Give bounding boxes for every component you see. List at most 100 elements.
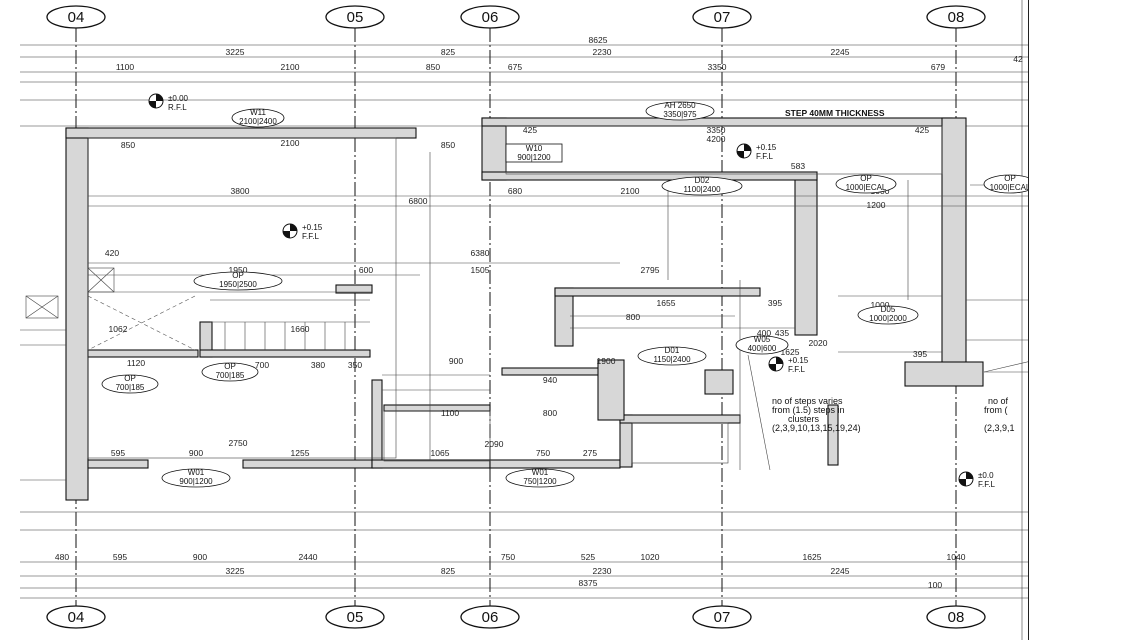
svg-text:1900: 1900 <box>597 356 616 366</box>
svg-text:2020: 2020 <box>809 338 828 348</box>
tag-w05: W05 400|600 <box>735 335 789 355</box>
svg-text:850: 850 <box>441 140 455 150</box>
svg-text:1200: 1200 <box>867 200 886 210</box>
tag-op-700-a: OP 700|185 <box>101 374 159 394</box>
svg-text:W10: W10 <box>526 144 543 153</box>
svg-text:1000: 1000 <box>871 300 890 310</box>
interior-dimensions: 850 2100 850 425 3350 425 4200 3800 6800… <box>105 125 929 458</box>
svg-text:08: 08 <box>948 9 965 26</box>
svg-text:1062: 1062 <box>109 324 128 334</box>
dim-top2-6: 679 <box>931 62 945 72</box>
svg-text:595: 595 <box>111 448 125 458</box>
svg-text:900: 900 <box>193 552 207 562</box>
svg-text:04: 04 <box>68 9 85 26</box>
walls <box>65 117 984 501</box>
door-window-tags: W11 2100|2400 AH 2650 3350|975 W10 900|1… <box>101 101 1037 488</box>
svg-text:+0.15: +0.15 <box>788 356 809 365</box>
svg-text:F.F.L: F.F.L <box>302 232 319 241</box>
svg-text:3350: 3350 <box>707 125 726 135</box>
svg-text:07: 07 <box>714 609 731 626</box>
svg-text:2230: 2230 <box>593 566 612 576</box>
grid-bubble-04-bottom: 04 <box>46 605 106 629</box>
svg-text:2440: 2440 <box>299 552 318 562</box>
svg-text:F.F.L: F.F.L <box>756 152 773 161</box>
svg-text:900: 900 <box>449 356 463 366</box>
tag-ah2650: AH 2650 3350|975 <box>645 101 715 121</box>
svg-text:+0.15: +0.15 <box>302 223 323 232</box>
svg-text:1000|ECAL: 1000|ECAL <box>846 183 887 192</box>
dim-overall-bottom: 8375 <box>579 578 598 588</box>
svg-text:W11: W11 <box>250 108 266 117</box>
tag-w01-a: W01 900|1200 <box>161 468 231 488</box>
svg-text:1950: 1950 <box>229 265 248 275</box>
dim-top-1: 3225 <box>226 47 245 57</box>
svg-text:435: 435 <box>775 328 789 338</box>
stairs-note-r1: no of <box>988 396 1009 406</box>
dim-top2-2: 2100 <box>281 62 300 72</box>
svg-text:OP: OP <box>1004 174 1016 183</box>
grid-bubble-07-top: 07 <box>692 5 752 29</box>
tag-op-1: OP 1000|ECAL <box>835 174 897 194</box>
svg-text:2750: 2750 <box>229 438 248 448</box>
top-dimension-chains: 8625 3225 825 2230 2245 1100 2100 850 67… <box>20 35 1030 127</box>
grid-bubble-04-top: 04 <box>46 5 106 29</box>
svg-text:825: 825 <box>441 566 455 576</box>
svg-text:2090: 2090 <box>485 439 504 449</box>
svg-text:750|1200: 750|1200 <box>523 477 557 486</box>
svg-text:1120: 1120 <box>127 358 146 368</box>
svg-text:W01: W01 <box>188 468 205 477</box>
level-icon: ±0.00 R.F.L <box>148 93 189 112</box>
stairs-note-line1: no of steps varies <box>772 396 843 406</box>
room-outlines <box>20 125 1101 481</box>
svg-text:2245: 2245 <box>831 566 850 576</box>
tag-w10: W10 900|1200 <box>505 143 563 163</box>
dim-top2-4: 675 <box>508 62 522 72</box>
svg-text:OP: OP <box>232 271 244 280</box>
svg-text:2795: 2795 <box>641 265 660 275</box>
svg-text:1655: 1655 <box>657 298 676 308</box>
svg-text:480: 480 <box>55 552 69 562</box>
grid-bubble-05-top: 05 <box>325 5 385 29</box>
stairs-note-r2: from ( <box>984 405 1008 415</box>
svg-text:1100|2400: 1100|2400 <box>683 185 721 194</box>
svg-text:1660: 1660 <box>291 324 310 334</box>
svg-text:2100|2400: 2100|2400 <box>239 117 277 126</box>
svg-text:700|185: 700|185 <box>116 383 145 392</box>
svg-text:AH 2650: AH 2650 <box>664 101 696 110</box>
svg-text:750: 750 <box>501 552 515 562</box>
svg-text:800: 800 <box>626 312 640 322</box>
svg-text:100: 100 <box>928 580 942 590</box>
level-icon: +0.15 F.F.L <box>736 143 777 161</box>
dim-top2-3: 850 <box>426 62 440 72</box>
svg-text:900|1200: 900|1200 <box>517 153 551 162</box>
blank-margin-panel <box>1028 0 1136 640</box>
svg-text:D02: D02 <box>695 176 710 185</box>
level-icon: +0.15 F.F.L <box>282 223 323 241</box>
svg-text:595: 595 <box>113 552 127 562</box>
svg-text:2100: 2100 <box>281 138 300 148</box>
grid-bubble-08-top: 08 <box>926 5 986 29</box>
svg-text:1950|2500: 1950|2500 <box>219 280 257 289</box>
svg-text:OP: OP <box>224 362 236 371</box>
stairs-note-r3: (2,3,9,1 <box>984 423 1015 433</box>
svg-text:700|185: 700|185 <box>216 371 245 380</box>
svg-text:395: 395 <box>913 349 927 359</box>
svg-text:05: 05 <box>347 609 364 626</box>
tag-d05: D05 1000|2000 <box>857 305 919 325</box>
svg-text:3225: 3225 <box>226 566 245 576</box>
level-markers: ±0.00 R.F.L +0.15 F.F.L +0.15 F.F.L +0.1… <box>148 93 995 489</box>
svg-text:R.F.L: R.F.L <box>168 103 187 112</box>
svg-text:4200: 4200 <box>707 134 726 144</box>
svg-text:900|1200: 900|1200 <box>179 477 213 486</box>
svg-text:1625: 1625 <box>803 552 822 562</box>
svg-text:1255: 1255 <box>291 448 310 458</box>
dim-top2-7: 42 <box>1013 54 1023 64</box>
svg-text:525: 525 <box>581 552 595 562</box>
svg-text:07: 07 <box>714 9 731 26</box>
svg-text:395: 395 <box>768 298 782 308</box>
svg-text:350: 350 <box>348 360 362 370</box>
svg-text:06: 06 <box>482 9 499 26</box>
svg-text:1000|2000: 1000|2000 <box>869 314 907 323</box>
svg-text:940: 940 <box>543 375 557 385</box>
